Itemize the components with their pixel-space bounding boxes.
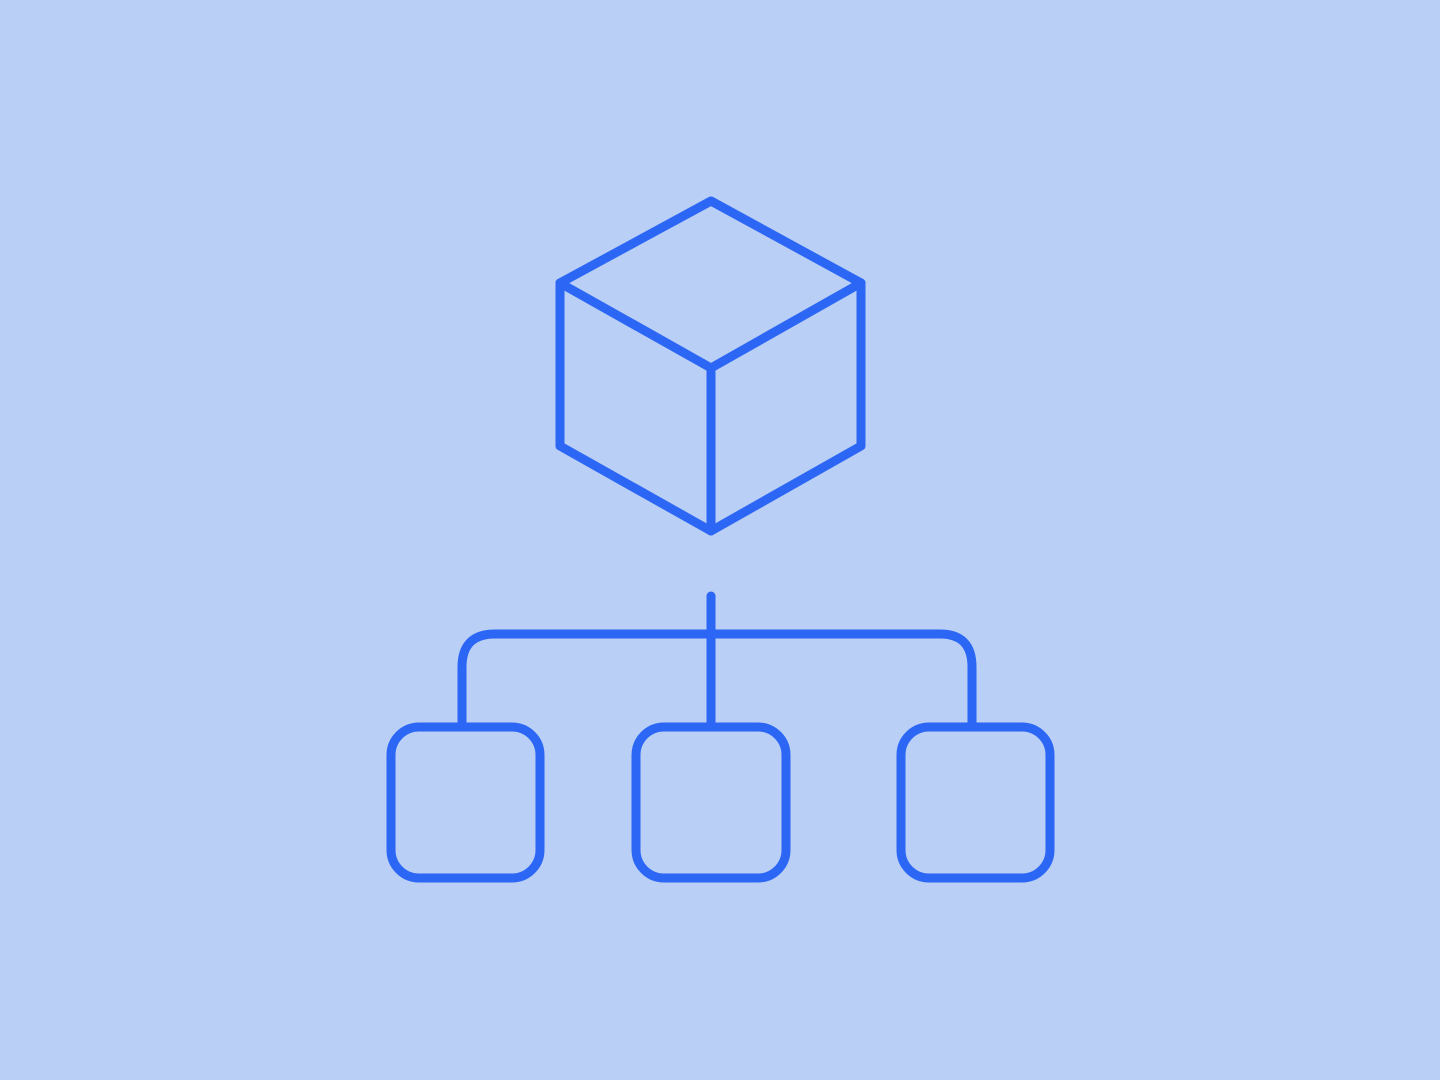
child-node-1 <box>386 722 545 883</box>
tree-connector <box>457 591 977 732</box>
child-node-3 <box>896 722 1055 883</box>
child-node-2 <box>631 722 791 883</box>
branch-line <box>457 629 977 732</box>
child-nodes <box>386 722 1055 883</box>
cube-icon <box>555 196 866 536</box>
